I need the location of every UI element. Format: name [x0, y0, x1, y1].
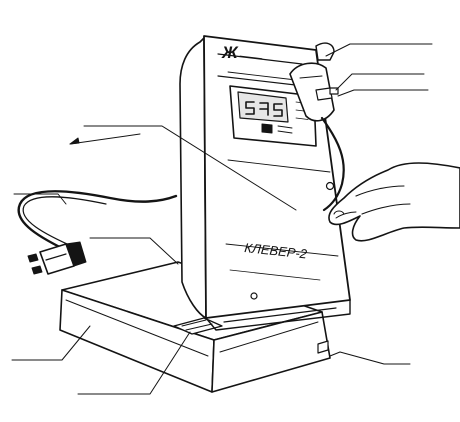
leader-lines [11, 43, 433, 395]
power-plug [27, 241, 87, 275]
logo-underline [239, 55, 263, 59]
hand-illustration [328, 162, 460, 242]
power-cord [17, 190, 178, 256]
device-model-name: КЛЕВЕР-2 [244, 240, 309, 262]
device-logo-mark: Ж [221, 43, 239, 62]
probe-assembly [289, 42, 345, 212]
